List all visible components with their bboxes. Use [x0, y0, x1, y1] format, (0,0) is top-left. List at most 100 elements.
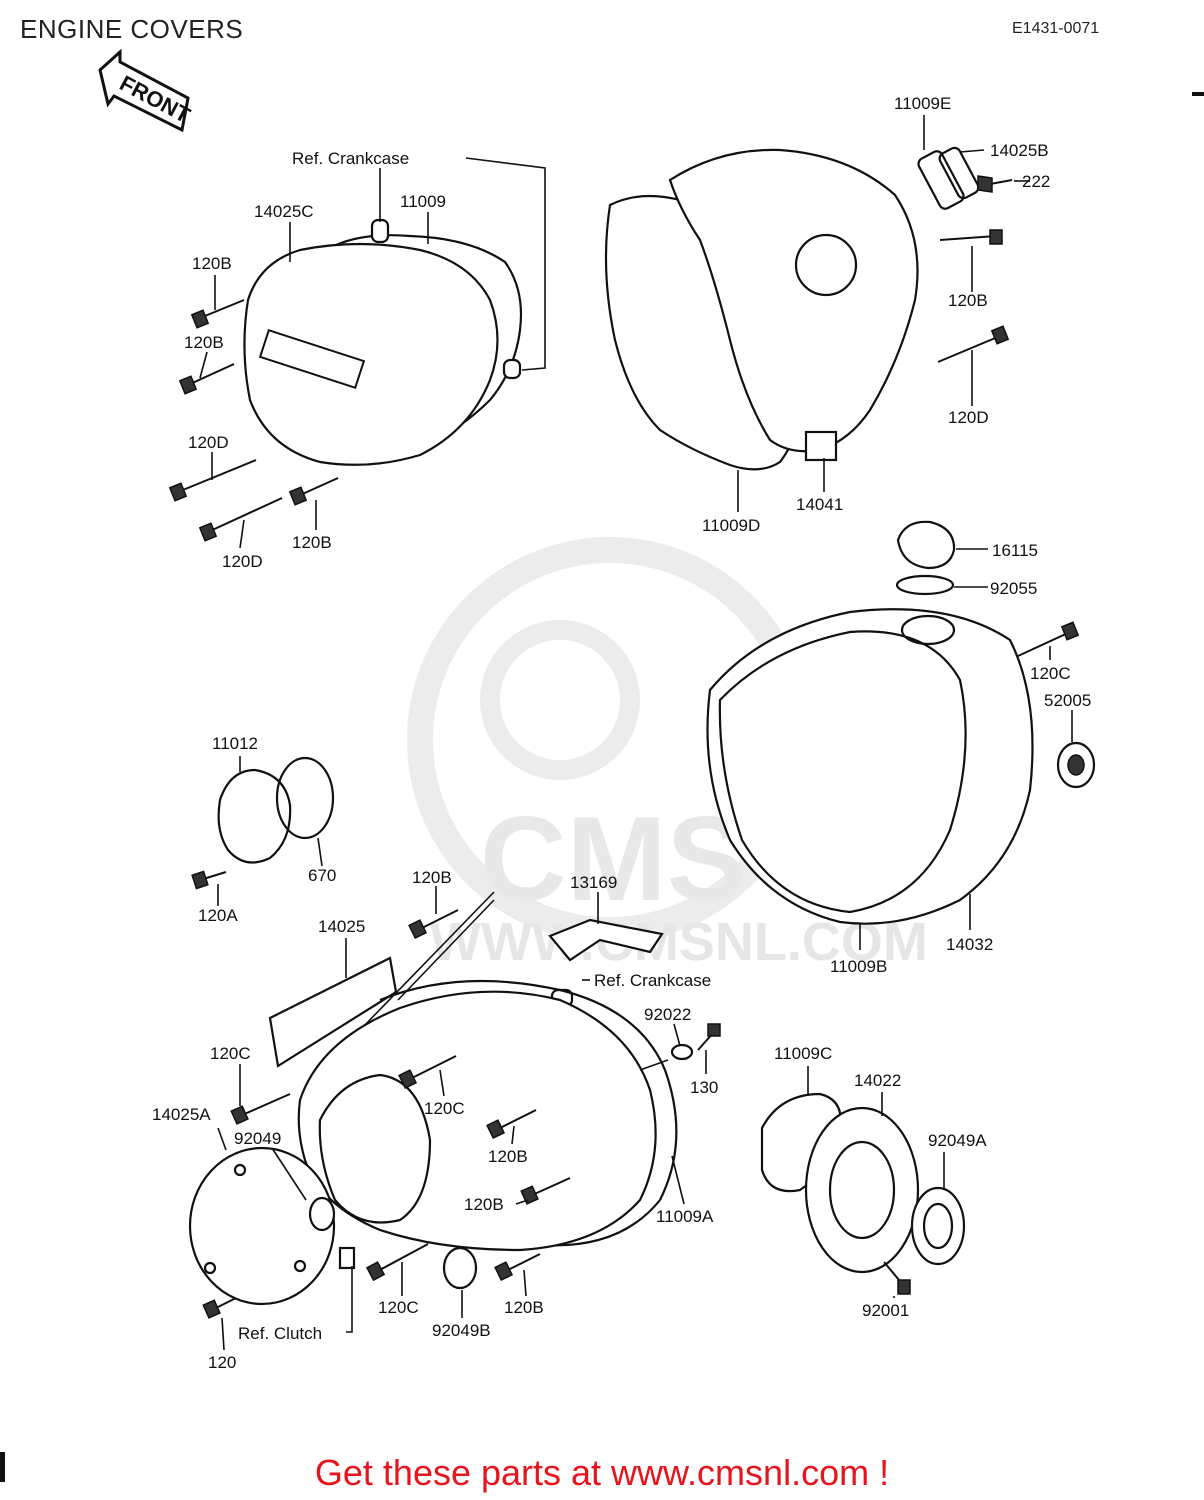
cover-foot: [804, 430, 838, 462]
label-11009C: 11009C: [774, 1044, 832, 1063]
clutch-housing-group: [706, 520, 1096, 950]
label-14025: 14025: [318, 917, 365, 936]
cover-14022-bore: [828, 1140, 896, 1240]
chaincase-cover-group: [604, 115, 1030, 512]
edge-mark: [1192, 92, 1204, 96]
label-120C: 120C: [378, 1298, 419, 1317]
label-14025A: 14025A: [152, 1105, 211, 1124]
bolt-120B: [408, 909, 459, 940]
generator-cover-group: [168, 157, 546, 549]
label-14032: 14032: [946, 935, 993, 954]
cover-inner-recess: [318, 1073, 432, 1224]
edge-mark-left: [0, 1452, 5, 1482]
part-labels: Ref. Crankcase 11009 14025C 120B 120B 12…: [152, 94, 1091, 1372]
label-120D: 120D: [188, 433, 229, 452]
leader: [221, 1317, 225, 1351]
label-ref-clutch: Ref. Clutch: [238, 1324, 322, 1343]
ref-line: [361, 891, 495, 1029]
label-92001: 92001: [862, 1301, 909, 1320]
label-120D: 120D: [948, 408, 989, 427]
seal-92049B: [442, 1246, 478, 1290]
label-14025C: 14025C: [254, 202, 314, 221]
leader: [271, 1147, 307, 1201]
filler-neck: [900, 614, 956, 646]
label-92049B: 92049B: [432, 1321, 491, 1340]
bolt-120A: [191, 870, 227, 890]
label-120C: 120C: [210, 1044, 251, 1063]
bolt-120B: [288, 477, 339, 506]
cta-banner[interactable]: Get these parts at www.cmsnl.com !: [314, 1452, 890, 1493]
label-ref-crankcase: Ref. Crankcase: [594, 971, 711, 990]
side-cover-main: [297, 990, 657, 1252]
clutch-housing-14032: [706, 608, 1034, 925]
o-ring-670: [275, 756, 335, 840]
label-11009: 11009: [400, 192, 446, 211]
seal-92049: [308, 1196, 336, 1232]
label-92055: 92055: [990, 579, 1037, 598]
leader: [317, 837, 323, 867]
label-11009B: 11009B: [830, 957, 887, 976]
bolt-92001: [883, 1261, 911, 1295]
round-cover-14025A: [188, 1146, 336, 1306]
label-130: 130: [690, 1078, 718, 1097]
label-120A: 120A: [198, 906, 238, 925]
cover-14022: [804, 1106, 920, 1274]
label-120B: 120B: [488, 1147, 528, 1166]
label-120C: 120C: [424, 1099, 465, 1118]
label-11012: 11012: [212, 734, 258, 753]
label-52005: 52005: [1044, 691, 1091, 710]
label-11009D: 11009D: [702, 516, 760, 535]
bolt-120B: [190, 299, 245, 329]
guide-13169: [548, 918, 664, 962]
label-120B: 120B: [948, 291, 988, 310]
leader: [439, 1069, 445, 1097]
label-14022: 14022: [854, 1071, 901, 1090]
label-92049: 92049: [234, 1129, 281, 1148]
oil-filler-cap-16115: [896, 520, 956, 570]
label-120D: 120D: [222, 552, 263, 571]
bolt-120D: [198, 497, 283, 542]
leader: [511, 1125, 515, 1145]
bolt-120D: [937, 325, 1010, 363]
bolt-120B: [939, 229, 1003, 245]
label-11009A: 11009A: [656, 1207, 714, 1226]
label-13169: 13169: [570, 873, 617, 892]
output-cover-group: [760, 1066, 966, 1298]
chaincase-cover-14041: [668, 148, 919, 453]
seal-52005-center: [1067, 754, 1085, 776]
bolt-120C: [398, 1055, 457, 1090]
oil-seal-bore: [794, 233, 858, 297]
label-14025B: 14025B: [990, 141, 1049, 160]
bolt-130: [697, 1023, 721, 1051]
o-ring-92055: [895, 574, 955, 596]
pickup-cover-group: [191, 756, 335, 906]
label-670: 670: [308, 866, 336, 885]
seal-92049A-inner: [922, 1202, 954, 1250]
diagram-code: E1431-0071: [1012, 20, 1100, 37]
label-ref-crankcase: Ref. Crankcase: [292, 149, 409, 168]
bolt-120C: [365, 1243, 429, 1282]
bolt-120: [202, 1297, 237, 1319]
gasket-11009B: [718, 630, 967, 914]
bolt-120B: [486, 1109, 537, 1140]
dowel-pin: [502, 358, 522, 380]
leader: [671, 1155, 685, 1205]
label-120: 120: [208, 1353, 236, 1372]
screw-hole: [203, 1261, 217, 1275]
label-92049A: 92049A: [928, 1131, 987, 1150]
screw-hole: [293, 1259, 307, 1273]
bolt-120B: [178, 363, 235, 395]
label-120B: 120B: [292, 533, 332, 552]
leader: [639, 1059, 669, 1071]
clutch-pushrod: [338, 1246, 356, 1270]
leader: [217, 1127, 227, 1151]
side-cover-group: [188, 886, 721, 1351]
page-title: ENGINE COVERS: [20, 14, 244, 44]
screw-222: [977, 175, 1013, 193]
bolt-120B: [494, 1253, 541, 1282]
gasket-11009E: [917, 150, 965, 210]
seal-92049A: [910, 1186, 966, 1266]
label-120B: 120B: [184, 333, 224, 352]
plate-14025B: [938, 146, 980, 200]
